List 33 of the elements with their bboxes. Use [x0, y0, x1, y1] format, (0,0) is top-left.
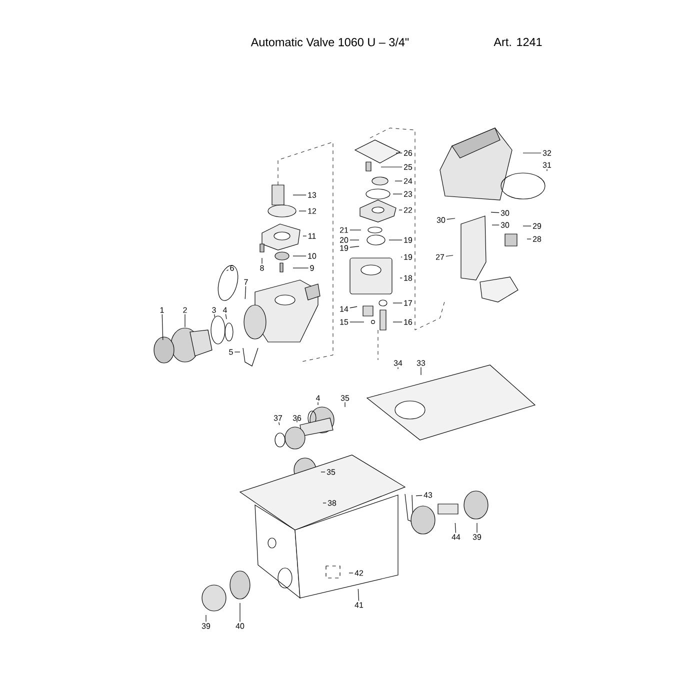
leader-line — [225, 314, 227, 320]
leader-line — [184, 314, 186, 328]
leader-line — [296, 420, 298, 423]
leader-line — [162, 314, 164, 340]
leader-line — [322, 502, 326, 504]
leader-line — [358, 588, 360, 602]
leader-line — [526, 238, 532, 240]
leader-line — [546, 169, 548, 172]
leader-line — [490, 212, 500, 213]
leader-line — [446, 218, 456, 220]
leader-line — [392, 302, 402, 304]
leader-line — [380, 166, 402, 168]
leader-line — [476, 522, 478, 534]
leader-line — [492, 224, 500, 226]
leader-line — [396, 152, 402, 154]
leader-line — [278, 422, 280, 426]
leader-line — [244, 286, 246, 300]
leader-line — [394, 180, 402, 182]
leader-line — [416, 495, 422, 496]
article-number: Art. 1241 — [494, 38, 542, 46]
leader-line — [350, 246, 360, 248]
leader-line — [226, 270, 229, 271]
leader-line — [350, 306, 358, 308]
leader-line — [344, 402, 346, 408]
leader-line — [298, 210, 306, 212]
leader-line — [522, 152, 542, 154]
leader-line — [348, 572, 354, 574]
leader-line — [420, 367, 422, 376]
leader-line — [446, 255, 454, 257]
leader-line — [292, 194, 306, 196]
leader-line — [454, 522, 456, 534]
leader-line — [214, 314, 215, 318]
title: Automatic Valve 1060 U – 3/4" — [250, 38, 409, 46]
